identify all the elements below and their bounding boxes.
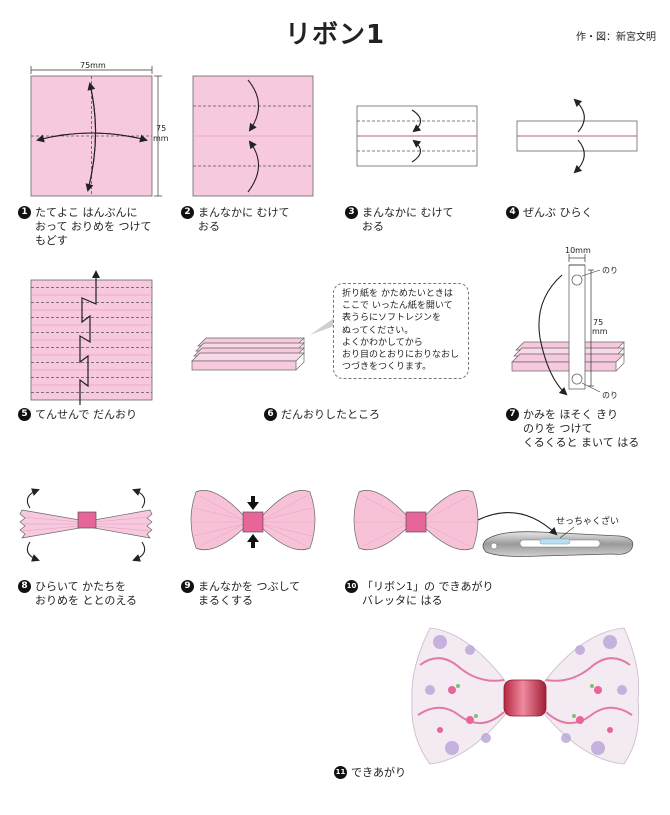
dim-strip-width: 10mm (565, 246, 591, 255)
step-number: 9 (181, 580, 194, 593)
finished-bow (411, 627, 640, 765)
step-line: まんなかを つぶして (198, 580, 301, 593)
step-number: 10 (345, 580, 358, 593)
step10-figure (353, 490, 634, 557)
step-line: おりめを ととのえる (35, 594, 138, 607)
step-line: のりを つけて (523, 422, 593, 435)
step-line: ぜんぶ ひらく (523, 206, 593, 219)
step-number: 11 (334, 766, 347, 779)
dim-height-value: 75 (156, 124, 167, 133)
step6-figure (191, 318, 334, 371)
step-2-caption: 2 まんなかに むけて おる (181, 206, 290, 234)
step5-figure (30, 270, 153, 405)
step-3-caption: 3 まんなかに むけて おる (345, 206, 454, 234)
bow-knot (503, 679, 547, 717)
step-line: おる (198, 220, 220, 233)
author-credit: 作・図：新宮文明 (576, 32, 656, 43)
step-line: できあがり (351, 766, 406, 779)
step-number: 6 (264, 408, 277, 421)
step-line: かみを ほそく きり (523, 408, 618, 421)
dim-width: 75mm (80, 61, 106, 70)
step-line: まんなかに むけて (198, 206, 290, 219)
note-line: つづきをつくります。 (342, 362, 432, 373)
glue-label-top: のり (602, 266, 618, 275)
step-5-caption: 5 てんせんで だんおり (18, 408, 137, 422)
step-line: たてよこ はんぶんに (35, 206, 138, 219)
step1-figure (30, 66, 162, 197)
dim-height-unit: mm (153, 134, 169, 143)
step-line: 「リボン1」の できあがり (362, 580, 494, 593)
resin-note: 折り紙を かためたいときは ここで いったん紙を開いて 表うらにソフトレジンを … (333, 283, 469, 379)
step-8-caption: 8 ひらいて かたちを おりめを ととのえる (18, 580, 137, 608)
step-line: バレッタに はる (362, 594, 443, 607)
step-line: まるくする (198, 594, 253, 607)
step-number: 4 (506, 206, 519, 219)
step-10-caption: 10 「リボン1」の できあがり バレッタに はる (345, 580, 494, 608)
step-1-caption: 1 たてよこ はんぶんに おって おりめを つけて もどす (18, 206, 151, 248)
step-number: 1 (18, 206, 31, 219)
step-line: おって おりめを つけて (35, 220, 152, 233)
step9-figure (190, 490, 316, 551)
glue-label-bottom: のり (602, 391, 618, 400)
dim-strip-len-unit: mm (592, 327, 608, 336)
step-number: 8 (18, 580, 31, 593)
step-11-caption: 11 できあがり (334, 766, 406, 780)
step3-figure (356, 105, 478, 167)
step-line: ひらいて かたちを (35, 580, 127, 593)
step2-figure (192, 75, 314, 197)
step-number: 2 (181, 206, 194, 219)
step-line: もどす (35, 234, 68, 247)
step-number: 5 (18, 408, 31, 421)
step-6-caption: 6 だんおりしたところ (264, 408, 380, 422)
note-line: ぬってください。 (342, 325, 414, 336)
step-line: まんなかに むけて (362, 206, 454, 219)
step-7-caption: 7 かみを ほそく きり のりを つけて くるくると まいて はる (506, 408, 639, 450)
step-4-caption: 4 ぜんぶ ひらく (506, 206, 593, 220)
page-title: リボン1 (284, 20, 386, 50)
note-line: 折り紙を かためたいときは (342, 289, 453, 299)
step8-figure (19, 488, 153, 562)
step-line: くるくると まいて はる (523, 436, 640, 449)
step-line: てんせんで だんおり (35, 408, 137, 421)
step-9-caption: 9 まんなかを つぶして まるくする (181, 580, 300, 608)
step7-figure (511, 254, 625, 396)
note-line: よくかわかしてから (342, 337, 423, 348)
step-number: 7 (506, 408, 519, 421)
dim-strip-len-value: 75 (593, 318, 604, 327)
note-line: おり目のとおりにおりなおし (342, 350, 460, 361)
note-line: ここで いったん紙を開いて (342, 301, 453, 312)
note-line: 表うらにソフトレジンを (342, 313, 442, 324)
step-line: だんおりしたところ (281, 408, 380, 421)
adhesive-label: せっちゃくざい (556, 517, 620, 527)
step-line: おる (362, 220, 384, 233)
step-number: 3 (345, 206, 358, 219)
step4-figure (516, 98, 638, 174)
